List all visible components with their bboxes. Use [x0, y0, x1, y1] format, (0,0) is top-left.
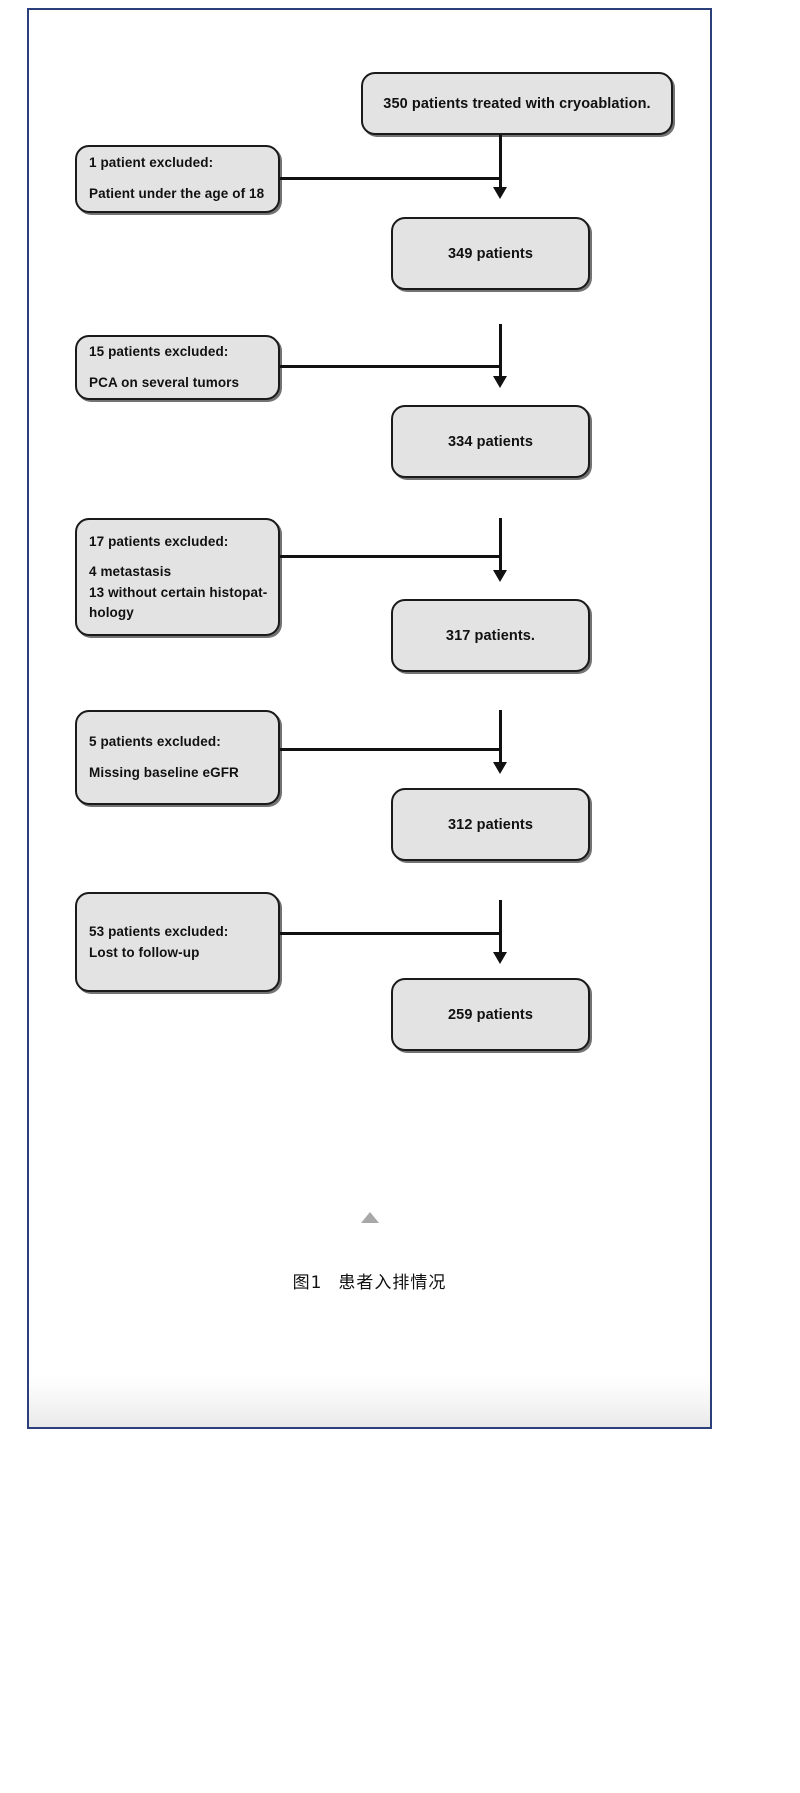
- flow-node-exclusion-2: 15 patients excluded: PCA on several tum…: [75, 335, 280, 400]
- figure-caption-number: 图1: [292, 1273, 323, 1293]
- exclusion-3-line-1: 17 patients excluded:: [89, 533, 229, 549]
- exclusion-4-line-2: Missing baseline eGFR: [89, 764, 239, 780]
- connector-arrow-2: [493, 376, 507, 388]
- connector-line-4: [499, 710, 502, 766]
- connector-branch-4: [280, 748, 501, 751]
- connector-branch-2: [280, 365, 501, 368]
- connector-line-3: [499, 518, 502, 574]
- connector-arrow-4: [493, 762, 507, 774]
- flow-node-exclusion-4: 5 patients excluded: Missing baseline eG…: [75, 710, 280, 805]
- connector-arrow-5: [493, 952, 507, 964]
- figure-caption-text: 患者入排情况: [338, 1273, 447, 1293]
- figure-page-frame: 350 patients treated with cryoablation. …: [27, 8, 712, 1429]
- exclusion-5-line-1: 53 patients excluded:: [89, 923, 229, 939]
- connector-line-2: [499, 324, 502, 380]
- cohort-334-label: 334 patients: [447, 433, 533, 450]
- exclusion-1-line-2: Patient under the age of 18: [89, 186, 265, 201]
- exclusion-3-line-3: 13 without certain histopat-: [89, 585, 268, 601]
- exclusion-3-line-2: 4 metastasis: [89, 564, 172, 580]
- exclusion-3-line-4: hology: [89, 604, 134, 620]
- exclusion-4-line-1: 5 patients excluded:: [89, 733, 221, 749]
- flow-node-cohort-259: 259 patients: [391, 978, 590, 1051]
- flow-node-cohort-349: 349 patients: [391, 217, 590, 290]
- connector-branch-3: [280, 555, 501, 558]
- figure-caption: 图1 患者入排情况: [29, 1268, 710, 1293]
- cohort-349-label: 349 patients: [447, 245, 533, 262]
- cohort-initial-label: 350 patients treated with cryoablation.: [383, 95, 651, 112]
- connector-line-5: [499, 900, 502, 956]
- flow-node-cohort-initial: 350 patients treated with cryoablation.: [361, 72, 673, 135]
- flow-node-exclusion-1: 1 patient excluded: Patient under the ag…: [75, 145, 280, 213]
- connector-arrow-3: [493, 570, 507, 582]
- exclusion-2-line-1: 15 patients excluded:: [89, 343, 229, 359]
- flow-node-cohort-312: 312 patients: [391, 788, 590, 861]
- connector-branch-1: [280, 177, 501, 180]
- exclusion-5-line-2: Lost to follow-up: [89, 944, 200, 960]
- cohort-317-label: 317 patients.: [445, 627, 536, 644]
- flow-node-cohort-317: 317 patients.: [391, 599, 590, 672]
- exclusion-2-line-2: PCA on several tumors: [89, 374, 240, 390]
- flow-node-exclusion-5: 53 patients excluded: Lost to follow-up: [75, 892, 280, 992]
- flow-node-cohort-334: 334 patients: [391, 405, 590, 478]
- exclusion-1-line-1: 1 patient excluded:: [89, 155, 214, 171]
- cohort-312-label: 312 patients: [447, 816, 533, 833]
- connector-branch-5: [280, 932, 501, 935]
- patient-flow-diagram: 350 patients treated with cryoablation. …: [29, 10, 710, 1427]
- connector-line-1: [499, 135, 502, 191]
- flow-node-exclusion-3: 17 patients excluded: 4 metastasis 13 wi…: [75, 518, 280, 636]
- connector-arrow-1: [493, 187, 507, 199]
- cohort-259-label: 259 patients: [447, 1006, 533, 1023]
- triangle-up-icon[interactable]: [360, 1212, 379, 1223]
